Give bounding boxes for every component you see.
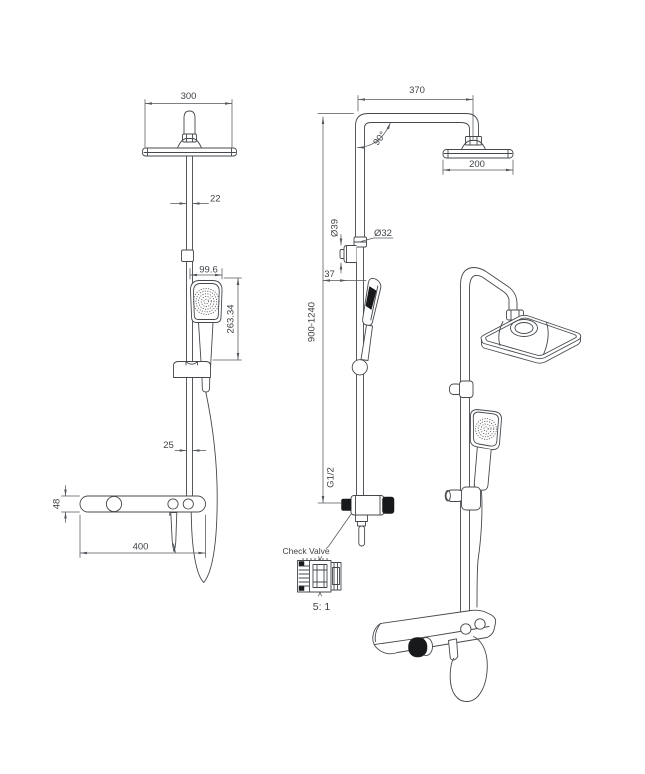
shelf-3d — [372, 609, 497, 661]
dim-text-370: 370 — [409, 85, 425, 96]
ball-joint-nut — [182, 133, 197, 143]
column-arm-inner — [364, 122, 470, 238]
spray-face-dots-3d — [475, 418, 497, 440]
side-view: 370 90° 200 Ø39 Ø32 37 — [307, 85, 514, 547]
button-left-3d — [460, 623, 472, 635]
dim-text-200: 200 — [469, 159, 485, 170]
hand-shower-side — [360, 277, 382, 361]
check-valve-drawing — [297, 556, 342, 597]
outlet-spout — [170, 512, 178, 552]
dim-text-48: 48 — [52, 499, 63, 510]
dim-text-d39: Ø39 — [330, 219, 341, 237]
overhead-shower-side — [442, 149, 514, 159]
dim-pipe-width: 22 — [170, 194, 221, 205]
pipe-collar — [181, 249, 194, 262]
detail-scale-label: 5: 1 — [313, 601, 331, 613]
dim-head-depth: 200 — [442, 159, 514, 175]
dim-text-90: 90° — [371, 130, 389, 148]
dim-panel-height: 48 — [52, 485, 80, 523]
arm-3d-inner — [469, 274, 510, 311]
dim-wall-offset: 37 — [322, 269, 367, 282]
button-left — [167, 498, 179, 510]
check-valve-label: Check Valve — [283, 546, 330, 556]
button-right-3d — [474, 618, 486, 630]
arm-3d-outer — [460, 267, 518, 311]
temperature-knob — [105, 495, 123, 513]
check-valve-detail: Check Valve 5: 1 — [283, 513, 352, 613]
dim-pipe-diameter: Ø32 — [360, 228, 394, 242]
dim-hand-shower-length: 263.34 — [212, 277, 242, 361]
wall-bracket-side — [339, 245, 357, 263]
hose-loop-3d — [449, 636, 488, 702]
dim-height-range: 900-1240 — [307, 113, 354, 504]
riser-pipe — [186, 156, 193, 251]
temperature-knob-3d — [408, 637, 428, 658]
handle-side — [360, 324, 373, 361]
dim-panel-width: 400 — [79, 514, 206, 558]
overhead-shower-front — [142, 147, 237, 157]
dim-head-width: 300 — [144, 91, 233, 148]
thermostat-panel-front — [79, 495, 206, 553]
dim-text-300: 300 — [181, 91, 197, 102]
dim-hand-shower-width: 99.6 — [189, 265, 223, 280]
hose-upper-3d — [476, 490, 483, 608]
valve-body-side — [341, 495, 395, 547]
inlet-fitting — [341, 498, 352, 511]
dim-text-d32: Ø32 — [374, 228, 392, 239]
dim-text-g12: G1/2 — [326, 467, 337, 488]
dim-text-22: 22 — [210, 194, 221, 205]
column-3d — [460, 286, 470, 613]
dim-text-37: 37 — [324, 269, 335, 280]
dim-text-900-1240: 900-1240 — [307, 302, 318, 342]
column-arm-outer — [355, 113, 479, 238]
side-knob — [382, 496, 395, 514]
dim-text-25: 25 — [163, 440, 174, 451]
dim-rail-diameter: 25 — [163, 440, 207, 452]
dim-text-263-34: 263.34 — [226, 304, 237, 333]
slider-knob-side — [351, 359, 368, 376]
head-flare — [177, 138, 202, 149]
union-nut-side — [353, 236, 367, 248]
dim-bracket-diameter: Ø39 — [330, 219, 343, 274]
button-right — [182, 498, 194, 510]
rail-bracket-front — [173, 361, 211, 378]
front-view: 300 22 99.6 263.34 25 48 — [52, 91, 242, 583]
perspective-view — [372, 267, 582, 702]
hand-shower-3d — [469, 409, 502, 491]
dim-arm-length: 370 — [357, 85, 474, 141]
handle-3d — [473, 447, 492, 491]
wall-bracket-3d — [449, 380, 474, 398]
dim-text-99-6: 99.6 — [199, 265, 218, 276]
spray-face-edge — [365, 286, 377, 310]
overhead-connector-side — [461, 136, 486, 150]
outlet-3d — [448, 638, 459, 661]
handle-tip — [201, 377, 211, 393]
hose-nipple — [358, 525, 366, 547]
slider-bracket-3d — [444, 486, 481, 511]
dim-text-400: 400 — [133, 542, 149, 553]
upper-pipe — [183, 110, 196, 142]
overhead-shower-3d — [480, 314, 582, 364]
spray-face-dots — [192, 288, 220, 315]
dim-arm-angle: 90° — [357, 122, 391, 149]
shower-hose-front — [190, 391, 218, 583]
